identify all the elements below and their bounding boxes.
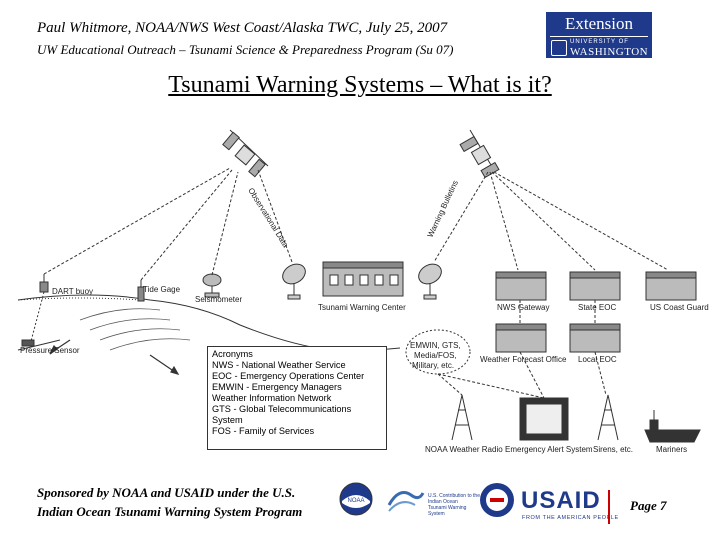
acronym-item: EMWIN - Emergency Managers: [212, 382, 342, 392]
label-emwin-3: Military, etc.: [412, 361, 454, 370]
label-pressure-sensor: Pressure Sensor: [20, 346, 80, 355]
acronyms-box: Acronyms NWS - National Weather Service …: [207, 346, 387, 450]
label-nws-gateway: NWS Gateway: [497, 303, 549, 312]
noaa-logo: NOAA: [339, 482, 373, 516]
tide-gage-icon: [137, 280, 145, 302]
label-noaa-radio: NOAA Weather Radio: [425, 445, 503, 454]
acronym-item: Weather Information Network: [212, 393, 332, 403]
satellite-dish-right-icon: [418, 263, 442, 300]
label-dart-buoy: DART buoy: [52, 287, 93, 296]
satellite-right-icon: [459, 129, 500, 179]
acronym-item: System: [212, 415, 243, 425]
state-eoc-building-icon: [569, 271, 621, 301]
ship-icon: [644, 410, 701, 443]
wave-arrows: [49, 339, 180, 375]
logo-university-text: UNIVERSITY OF: [570, 39, 629, 45]
label-eas: Emergency Alert System: [505, 445, 593, 454]
label-coast-guard: US Coast Guard: [650, 303, 709, 312]
ioc-text-line: U.S. Contribution to the: [428, 493, 480, 499]
coast-guard-building-icon: [645, 271, 697, 301]
ioc-text-line: Indian Ocean: [428, 499, 458, 505]
acronym-item: FOS - Family of Services: [212, 426, 315, 436]
page-number: Page 7: [630, 498, 667, 513]
label-mariners: Mariners: [656, 445, 687, 454]
label-warning-center: Tsunami Warning Center: [318, 303, 406, 312]
tv-icon: [519, 397, 569, 441]
usaid-red-bar: [608, 490, 610, 524]
uw-seal-icon: [551, 40, 567, 56]
label-tide-gage: Tide Gage: [143, 285, 181, 294]
satellite-dish-left-icon: [282, 263, 306, 300]
label-emwin-1: EMWIN, GTS,: [410, 341, 461, 350]
ioc-wave-logo: [387, 491, 425, 512]
label-observational-data: Observational Data: [246, 186, 290, 249]
tsunami-warning-diagram: Observational Data Warning Bulletins DAR…: [17, 129, 709, 454]
footer-sponsor-text: Sponsored by NOAA and USAID under the U.…: [37, 483, 302, 521]
label-local-eoc: Local EOC: [578, 355, 617, 364]
noaa-logo-text: NOAA: [347, 498, 364, 504]
seismometer-icon: [202, 273, 222, 298]
wfo-building-icon: [495, 323, 547, 353]
acronyms-heading: Acronyms: [212, 349, 253, 359]
ioc-logo-text: U.S. Contribution to the Indian Ocean Ts…: [428, 493, 480, 517]
wave-lines: [79, 308, 191, 351]
data-flow-arrows: [43, 167, 669, 399]
dart-buoy-icon: [29, 274, 49, 346]
satellite-left-icon: [222, 129, 269, 178]
ioc-text-line: System: [428, 511, 445, 517]
siren-tower-icon: [597, 394, 619, 441]
emwin-cloud-icon: [405, 329, 471, 375]
label-seismometer: Seismometer: [195, 295, 242, 304]
acronym-item: EOC - Emergency Operations Center: [212, 371, 365, 381]
uw-extension-logo: Extension UNIVERSITY OF WASHINGTON: [546, 12, 652, 58]
logo-divider: [550, 36, 648, 37]
local-eoc-building-icon: [569, 323, 621, 353]
logo-extension-text: Extension: [565, 14, 633, 33]
logo-washington-text: WASHINGTON: [570, 46, 649, 58]
label-wfo: Weather Forecast Office: [480, 355, 567, 364]
acronym-item: GTS - Global Telecommunications: [212, 404, 352, 414]
acronym-item: NWS - National Weather Service: [212, 360, 346, 370]
label-sirens: Sirens, etc.: [593, 445, 633, 454]
header-program-line: UW Educational Outreach – Tsunami Scienc…: [37, 42, 454, 57]
label-emwin-2: Media/FOS,: [414, 351, 457, 360]
usaid-seal-icon: [480, 483, 514, 517]
footer-line-1: Sponsored by NOAA and USAID under the U.…: [37, 485, 296, 500]
nws-gateway-building-icon: [495, 271, 547, 301]
slide-title: Tsunami Warning Systems – What is it?: [168, 72, 552, 98]
ioc-text-line: Tsunami Warning: [428, 505, 467, 511]
header-author-line: Paul Whitmore, NOAA/NWS West Coast/Alask…: [37, 20, 448, 36]
usaid-wordmark: USAID: [521, 487, 601, 514]
usaid-tagline: FROM THE AMERICAN PEOPLE: [522, 515, 619, 521]
pressure-sensor-icon: [21, 339, 35, 347]
label-warning-bulletins: Warning Bulletins: [426, 179, 460, 239]
footer-line-2: Indian Ocean Tsunami Warning System Prog…: [37, 504, 303, 519]
warning-center-building-icon: [322, 261, 404, 297]
radio-tower-icon: [451, 394, 473, 441]
label-state-eoc: State EOC: [578, 303, 616, 312]
